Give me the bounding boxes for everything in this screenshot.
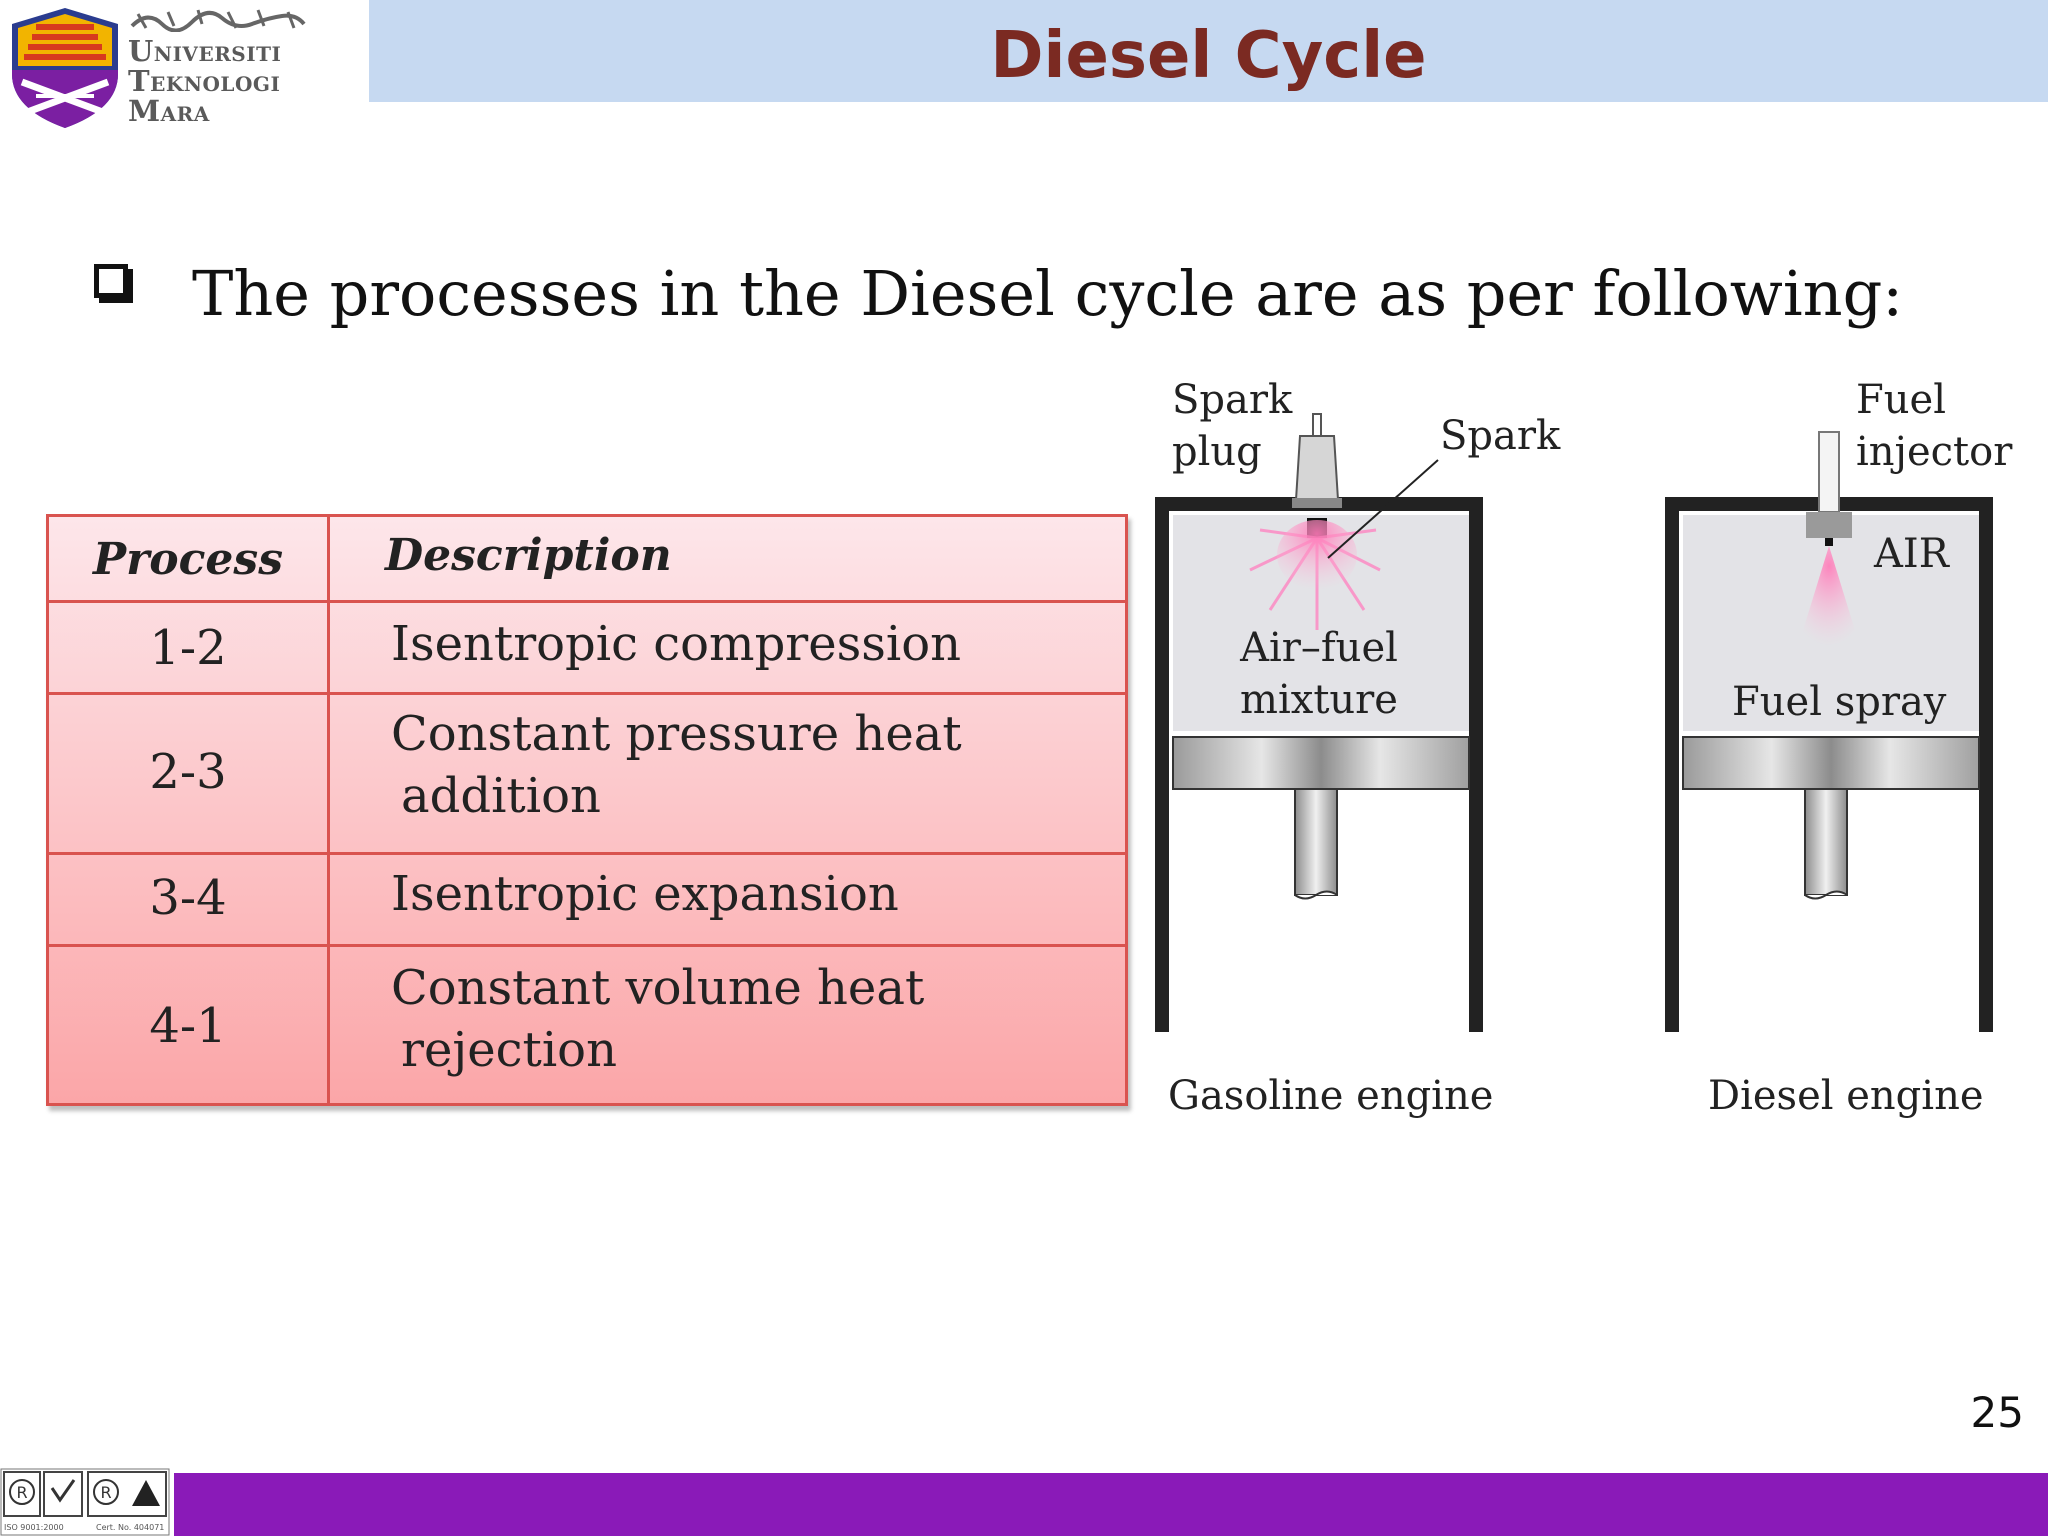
air-fuel-mixture-label: Air–fuel	[1240, 625, 1398, 671]
fuel-injector-label: injector	[1856, 429, 2013, 475]
fuel-injector-label: Fuel	[1856, 377, 1946, 423]
gasoline-cylinder	[1155, 413, 1483, 1032]
table-divider	[49, 944, 1125, 947]
table-divider	[49, 692, 1125, 695]
table-cell-process: 3-4	[149, 870, 227, 926]
table-cell-description: addition	[401, 768, 601, 824]
uitm-emblem-icon	[6, 4, 124, 130]
fuel-spray-label: Fuel spray	[1732, 679, 1947, 725]
jawi-script-logo	[130, 9, 306, 33]
table-cell-process: 1-2	[149, 620, 227, 676]
air-fuel-mixture-label: mixture	[1240, 677, 1398, 723]
table-divider	[49, 852, 1125, 855]
institution-line-2: Teknologi	[128, 64, 281, 98]
table-cell-description: Constant pressure heat	[391, 706, 962, 762]
air-label: AIR	[1874, 531, 1949, 577]
table-cell-process: 2-3	[149, 744, 227, 800]
checkbox-bullet-icon	[94, 264, 128, 298]
certification-badges-icon: R R ISO 9001:2000 Cert. No. 404071	[0, 1468, 170, 1536]
table-cell-process: 4-1	[149, 998, 227, 1054]
footer-bar	[174, 1473, 2048, 1536]
svg-text:R: R	[100, 1483, 111, 1502]
slide-title: Diesel Cycle	[990, 19, 1427, 93]
spark-label: Spark	[1440, 413, 1561, 459]
page-number: 25	[1970, 1388, 2024, 1437]
table-header-description: Description	[385, 530, 672, 581]
diesel-engine-caption: Diesel engine	[1708, 1073, 1984, 1119]
table-divider	[49, 600, 1125, 603]
diesel-cylinder	[1665, 431, 1993, 1032]
spark-plug-label: plug	[1172, 429, 1262, 475]
svg-text:R: R	[16, 1483, 27, 1502]
institution-line-1: Universiti	[128, 34, 282, 68]
table-cell-description: Isentropic compression	[391, 616, 962, 672]
table-header-process: Process	[93, 534, 283, 585]
table-cell-description: Isentropic expansion	[391, 866, 899, 922]
cert-label-number: Cert. No. 404071	[96, 1523, 164, 1532]
engine-cylinders-illustration	[1155, 413, 1993, 1032]
table-divider	[327, 517, 330, 1103]
bullet-text: The processes in the Diesel cycle are as…	[192, 257, 1904, 330]
process-table: Process Description 1-2 Isentropic compr…	[46, 514, 1128, 1106]
gasoline-engine-caption: Gasoline engine	[1168, 1073, 1494, 1119]
cert-label-iso: ISO 9001:2000	[4, 1523, 64, 1532]
engine-comparison-diagram: Spark plug Spark Air–fuel mixture Gasoli…	[1150, 377, 2013, 1140]
table-cell-description: rejection	[401, 1022, 617, 1078]
uitm-logo: Universiti Teknologi Mara	[0, 0, 360, 135]
table-cell-description: Constant volume heat	[391, 960, 925, 1016]
spark-plug-label: Spark	[1172, 377, 1293, 423]
institution-line-3: Mara	[128, 94, 210, 128]
title-bar: Diesel Cycle	[369, 0, 2048, 102]
